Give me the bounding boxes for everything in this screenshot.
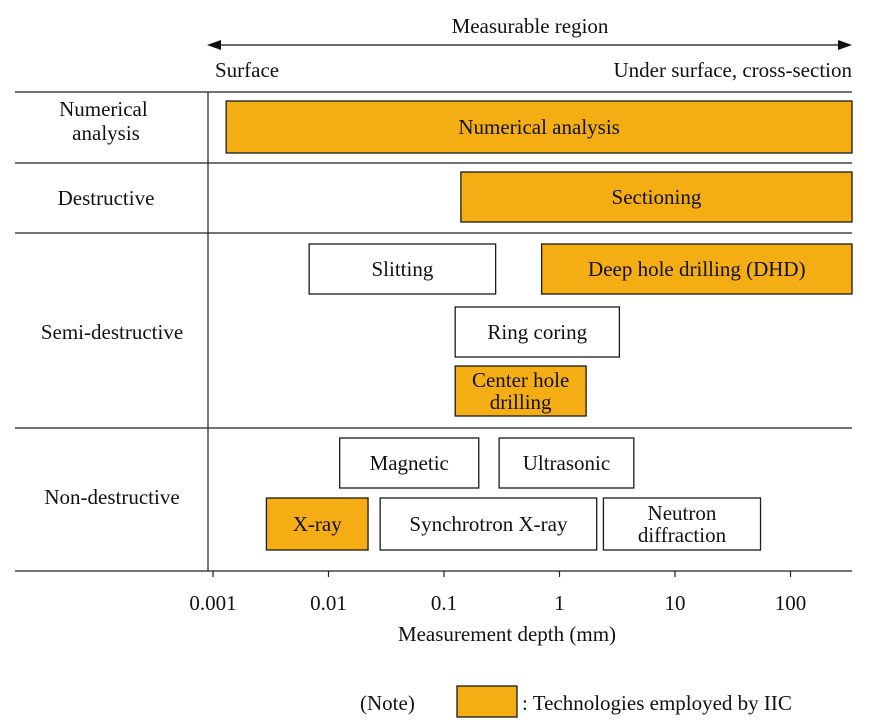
method-label-synchrotron-x-ray: Synchrotron X-ray	[409, 512, 568, 536]
x-tick-label-1: 1	[554, 591, 565, 615]
category-label-numerical: Numerical analysis	[59, 97, 153, 145]
method-box-slitting	[308, 243, 497, 295]
method-box-deep-hole-drilling	[540, 243, 853, 295]
method-box-ultrasonic	[498, 437, 635, 489]
x-tick-label-0.001: 0.001	[189, 591, 236, 615]
method-label-magnetic: Magnetic	[370, 451, 449, 475]
x-tick-label-0.1: 0.1	[431, 591, 457, 615]
x-tick-label-100: 100	[775, 591, 807, 615]
method-numerical-analysis: Numerical analysis	[225, 100, 853, 154]
method-box-magnetic	[339, 437, 480, 489]
method-slitting: Slitting	[308, 243, 497, 295]
method-box-center-hole-drilling	[454, 365, 587, 417]
method-label-numerical-analysis: Numerical analysis	[458, 115, 620, 139]
method-sectioning: Sectioning	[460, 171, 853, 223]
method-label-center-hole-drilling-line-1: Center hole	[472, 368, 569, 392]
method-x-ray: X-ray	[265, 497, 369, 551]
method-magnetic: Magnetic	[339, 437, 480, 489]
method-ultrasonic: Ultrasonic	[498, 437, 635, 489]
method-label-slitting: Slitting	[371, 257, 433, 281]
method-label-x-ray: X-ray	[293, 512, 342, 536]
method-box-x-ray	[265, 497, 369, 551]
category-label-destructive: Destructive	[58, 186, 155, 210]
method-deep-hole-drilling: Deep hole drilling (DHD)	[540, 243, 853, 295]
method-label-neutron-diffraction-line-1: Neutron	[648, 501, 717, 525]
x-axis-ticks: 0.001 0.01 0.1 1 10 100	[189, 571, 806, 615]
method-ring-coring: Ring coring	[454, 306, 621, 358]
x-tick-label-10: 10	[665, 591, 686, 615]
method-label-ring-coring: Ring coring	[487, 320, 587, 344]
method-box-numerical-analysis	[225, 100, 853, 154]
method-box-ring-coring	[454, 306, 621, 358]
under-surface-label: Under surface, cross-section	[614, 58, 853, 82]
legend-swatch	[456, 685, 518, 718]
legend-note-label: (Note)	[360, 691, 415, 715]
method-label-neutron-diffraction-line-2: diffraction	[638, 523, 727, 547]
category-label-numerical-line-2: analysis	[72, 121, 140, 145]
method-label-deep-hole-drilling: Deep hole drilling (DHD)	[588, 257, 806, 281]
method-label-sectioning: Sectioning	[612, 185, 702, 209]
category-label-numerical-line-1: Numerical	[59, 97, 148, 121]
method-box-sectioning	[460, 171, 853, 223]
measurable-region-arrow	[207, 40, 852, 50]
method-label-center-hole-drilling-line-2: drilling	[490, 390, 552, 414]
method-box-synchrotron-x-ray	[379, 497, 598, 551]
method-synchrotron-x-ray: Synchrotron X-ray	[379, 497, 598, 551]
legend-text: : Technologies employed by IIC	[522, 691, 792, 715]
grid-lines	[15, 91, 852, 572]
surface-label: Surface	[215, 58, 279, 82]
method-box-neutron-diffraction	[602, 497, 762, 551]
x-tick-label-0.01: 0.01	[310, 591, 347, 615]
method-label-ultrasonic: Ultrasonic	[523, 451, 610, 475]
category-label-semi-destructive: Semi-destructive	[41, 320, 183, 344]
measurable-region-label: Measurable region	[452, 14, 609, 38]
x-axis-label: Measurement depth (mm)	[398, 622, 616, 646]
category-label-non-destructive: Non-destructive	[44, 485, 179, 509]
